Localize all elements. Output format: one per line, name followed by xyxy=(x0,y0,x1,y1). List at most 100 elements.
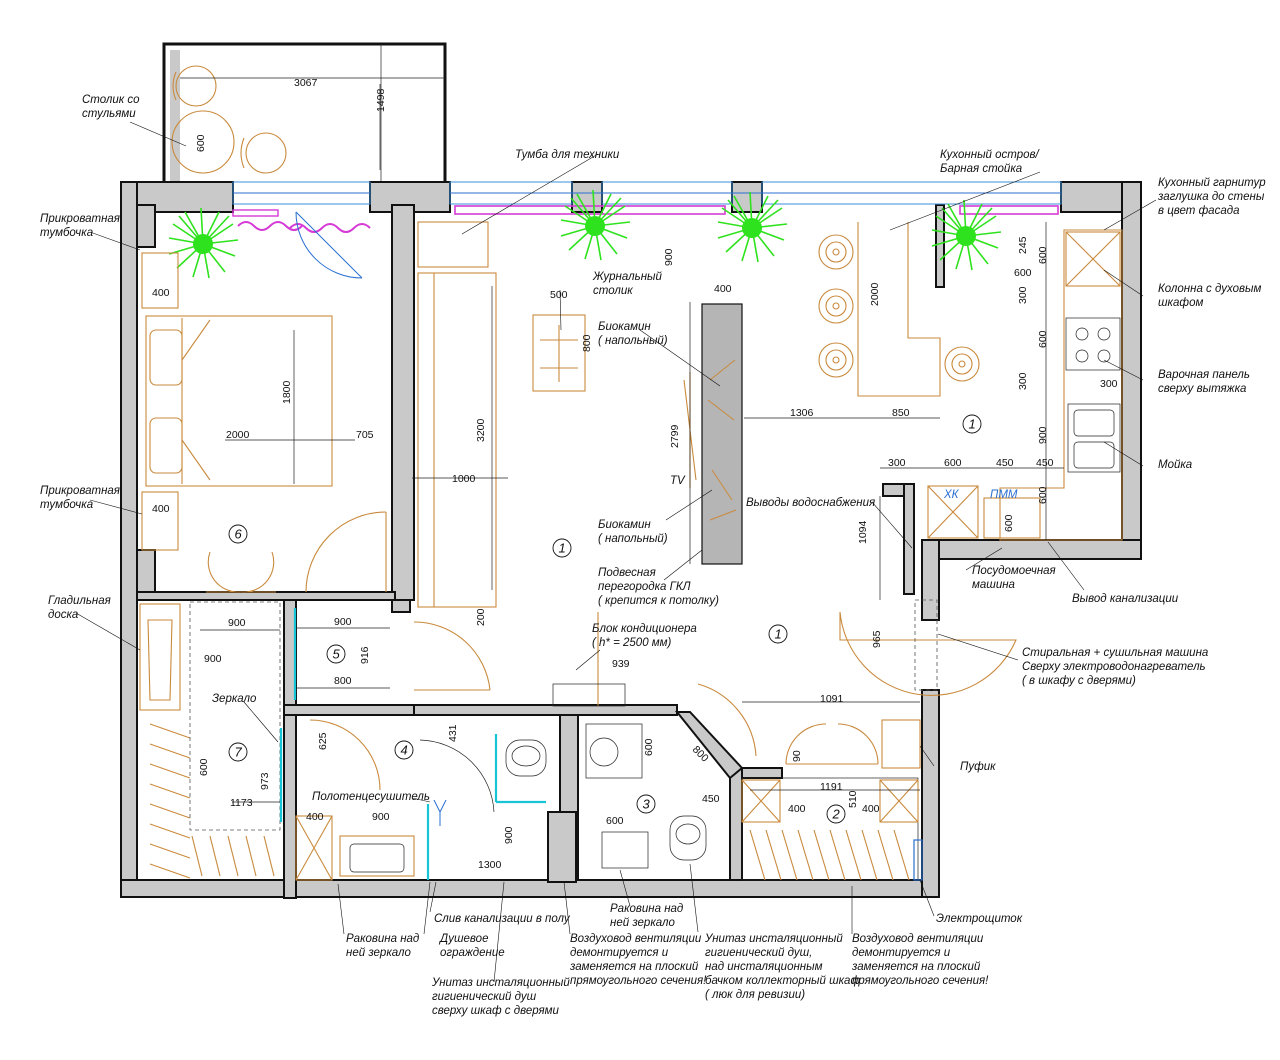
label-hob: сверху вытяжка xyxy=(1158,383,1246,395)
electrical-panel xyxy=(913,839,923,881)
hob xyxy=(1065,317,1121,371)
dimension-value: 850 xyxy=(892,407,910,419)
label-kitchen-set: в цвет фасада xyxy=(1158,205,1239,217)
wardrobe-room xyxy=(139,601,297,879)
dimension-value: 973 xyxy=(259,772,271,790)
label-vent-right: Воздуховод вентиляции xyxy=(852,933,984,945)
label-shower-screen: Душевое xyxy=(438,933,488,945)
gkl-partition xyxy=(701,303,743,565)
kitchen xyxy=(818,222,1123,541)
room-number: 3 xyxy=(636,794,656,814)
hallway xyxy=(741,599,1017,881)
living-room xyxy=(413,221,743,707)
label-sink-mirror-left: Раковина над xyxy=(346,933,419,945)
label-wc-left: сверху шкаф с дверями xyxy=(432,1005,560,1017)
label-kitchen-set: заглушка до стены xyxy=(1157,191,1265,203)
room-number: 2 xyxy=(826,804,846,824)
dimension-value: 705 xyxy=(356,429,374,441)
dimension-value: 1498 xyxy=(375,88,387,112)
leader-lines xyxy=(75,121,1157,983)
label-vent-left: демонтируется и xyxy=(570,947,669,959)
label-floor-drain: Слив канализации в полу xyxy=(434,913,571,925)
sofa xyxy=(417,272,497,608)
fridge-mark: ХК xyxy=(943,489,960,501)
washer-door-swing xyxy=(839,611,1017,696)
dimension-value: 600 xyxy=(1003,514,1015,532)
bedside-table-bottom xyxy=(141,491,179,551)
label-bedside-bottom: тумбочка xyxy=(40,499,93,511)
svg-text:1: 1 xyxy=(969,417,976,432)
dimension-value: 1173 xyxy=(230,797,253,809)
dimension-value: 800 xyxy=(581,334,593,352)
label-biofireplace-top: Биокамин xyxy=(598,321,651,333)
dimension-value: 2799 xyxy=(669,424,681,448)
label-biofireplace-bottom: Биокамин xyxy=(598,519,651,531)
dimension-value: 1000 xyxy=(452,473,476,485)
dimension-value: 400 xyxy=(152,503,170,515)
label-table-chairs: Столик со xyxy=(82,94,140,106)
dimension-value: 965 xyxy=(871,630,883,648)
dimension-value: 2000 xyxy=(226,429,250,441)
dimension-value: 600 xyxy=(643,738,655,756)
dimension-value: 600 xyxy=(198,758,210,776)
svg-text:1: 1 xyxy=(775,627,782,642)
label-bedside-top: тумбочка xyxy=(40,227,93,239)
label-mirror: Зеркало xyxy=(212,693,257,705)
dimension-lines xyxy=(200,84,1064,803)
label-hob: Варочная панель xyxy=(1158,369,1250,381)
label-sink: Мойка xyxy=(1158,459,1192,471)
label-vent-right: заменяется на плоский xyxy=(851,961,981,973)
dimension-value: 600 xyxy=(1037,330,1049,348)
label-oven-column: шкафом xyxy=(1158,297,1204,309)
dimension-value: 431 xyxy=(447,724,459,742)
dimension-value: 450 xyxy=(996,457,1014,469)
dimension-value: 450 xyxy=(1036,457,1054,469)
room-number: 6 xyxy=(228,524,248,544)
dimension-value: 600 xyxy=(606,815,624,827)
windows xyxy=(232,181,1062,205)
dimension-value: 600 xyxy=(1037,486,1049,504)
wc-left xyxy=(505,739,547,777)
dimension-value: 1306 xyxy=(790,407,814,419)
label-dishwasher: Посудомоечная xyxy=(972,565,1056,577)
room-number: 5 xyxy=(326,644,346,664)
dimension-value: 510 xyxy=(847,790,859,808)
svg-text:2: 2 xyxy=(832,807,841,822)
label-partition: Подвесная xyxy=(598,567,656,579)
label-ironing-board: Гладильная xyxy=(48,595,111,607)
dimension-value: 300 xyxy=(1017,372,1029,390)
label-tv-stand: Тумба для техники xyxy=(515,149,620,161)
label-partition: перегородка ГКЛ xyxy=(598,581,691,593)
label-biofireplace-bottom: ( напольный) xyxy=(598,533,668,545)
dimension-value: 3200 xyxy=(475,418,487,442)
room-number: 1 xyxy=(962,414,982,434)
room-number: 1 xyxy=(768,624,788,644)
label-sewer-outlet: Вывод канализации xyxy=(1072,593,1179,605)
pouf xyxy=(881,719,921,769)
bathroom-small xyxy=(585,683,757,869)
dimension-value: 3067 xyxy=(294,77,318,89)
dimension-value: 800 xyxy=(690,744,711,765)
bathroom-sink-left xyxy=(339,835,415,877)
wc-right xyxy=(669,815,707,861)
dimension-value: 400 xyxy=(862,803,880,815)
svg-text:6: 6 xyxy=(235,527,243,542)
label-wc-left: Унитаз инсталяционный xyxy=(431,977,570,989)
coffee-table xyxy=(532,314,586,392)
dimension-value: 300 xyxy=(888,457,906,469)
dimension-value: 400 xyxy=(788,803,806,815)
label-washer: Сверху электроводонагреватель xyxy=(1022,661,1206,673)
dimension-value: 900 xyxy=(204,653,222,665)
bedside-table-top xyxy=(141,252,179,309)
dimension-value: 2000 xyxy=(869,282,881,306)
tv-stand xyxy=(417,221,489,268)
label-vent-right: прямоугольного сечения! xyxy=(852,975,989,987)
dimension-value: 600 xyxy=(1014,267,1032,279)
label-ac-unit: ( h* = 2500 мм) xyxy=(592,637,672,649)
svg-text:5: 5 xyxy=(333,647,341,662)
ac-unit xyxy=(552,683,626,707)
